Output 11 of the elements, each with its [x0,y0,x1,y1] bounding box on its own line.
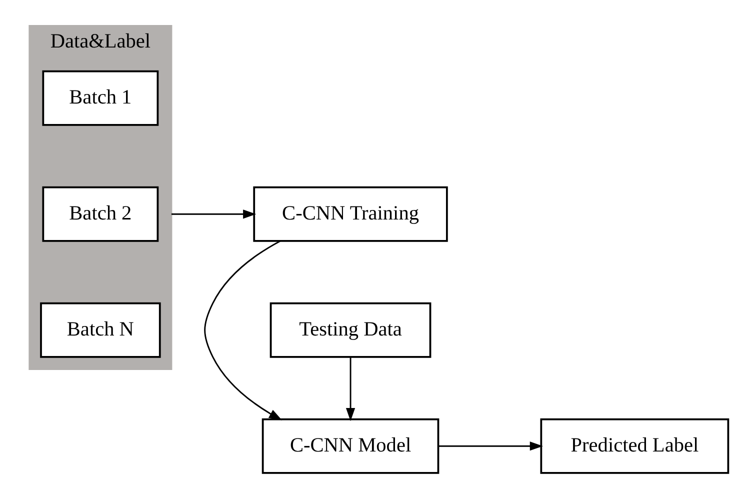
node-box: C-CNN Training [253,186,448,242]
node-box: Predicted Label [540,418,730,474]
node-box: Batch 2 [42,186,159,242]
arrow [171,210,256,219]
arrow [204,240,282,420]
node-box: C-CNN Model [262,418,440,474]
node-box: Batch N [40,302,161,358]
node-box: Batch 1 [42,70,159,126]
arrow [346,357,356,422]
node-box: Testing Data [270,302,432,358]
arrow [438,442,543,451]
